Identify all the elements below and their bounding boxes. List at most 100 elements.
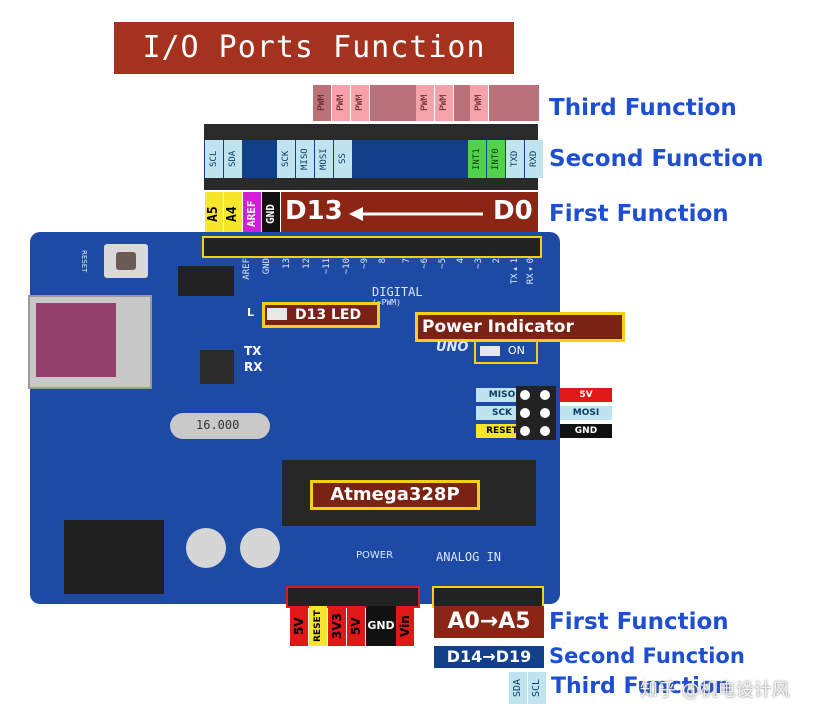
pin-number: 4: [456, 258, 466, 264]
scl-bottom-tag: SCL: [528, 672, 546, 704]
usb-connector: [28, 295, 152, 389]
second-function-label: Second Function: [549, 146, 764, 172]
usb-chip: [200, 350, 234, 384]
pwm-spacer: [370, 85, 416, 121]
pwm-tag: PWM: [313, 85, 331, 121]
pwm-tag: PWM: [332, 85, 350, 121]
usb-port: [36, 303, 116, 377]
pwm-tag: PWM: [470, 85, 488, 121]
d13-d0-bar: D13 D0: [281, 192, 538, 236]
pin-number: ~5: [438, 258, 448, 269]
sck-tag: SCK: [277, 140, 295, 178]
isp-header: [516, 386, 556, 440]
capacitor: [240, 528, 280, 568]
rx-label: RX: [244, 360, 263, 374]
analog-second-bar: D14→D19: [434, 646, 544, 668]
pin-number: 2: [492, 258, 502, 264]
third-function-label: Third Function: [549, 95, 737, 121]
pin-number: ~9: [360, 258, 370, 269]
d13-led-text: D13 LED: [295, 307, 362, 323]
on-label: ON: [508, 344, 525, 357]
power-vin-tag: Vin: [396, 606, 414, 646]
pwm-note: (=PWM): [372, 298, 401, 307]
reset-label: RESET: [80, 250, 88, 273]
pwm-spacer: [489, 85, 539, 121]
a4-tag: A4: [224, 192, 242, 236]
uno-logo: UNO: [436, 340, 469, 355]
tx-label: TX: [244, 344, 262, 358]
isp-miso-label: MISO: [476, 388, 528, 402]
pin-number: RX◂0: [526, 258, 536, 285]
analog-first-bar: A0→A5: [434, 606, 544, 638]
watermark: 知乎 @机电设计风: [640, 680, 790, 701]
power-gnd-tag: GND: [366, 606, 396, 646]
diagram-title: I/O Ports Function: [114, 22, 514, 74]
pin-number: ~3: [474, 258, 484, 269]
first-function-label: First Function: [549, 201, 729, 227]
isp-5v-label: 5V: [560, 388, 612, 402]
pin-number-row: AREF GND 13 12 ~11 ~10 ~9 8 7 ~6 ~5 4 ~3…: [242, 258, 542, 284]
pin-number: 12: [302, 258, 312, 269]
mosi-tag: MOSI: [315, 140, 333, 178]
pin-number: 8: [378, 258, 388, 264]
bottom-second-function-label: Second Function: [549, 644, 745, 668]
sda-bottom-tag: SDA: [509, 672, 527, 704]
isp-gnd-label: GND: [560, 424, 612, 438]
l-label: L: [247, 306, 255, 319]
analog-in-label: ANALOG IN: [436, 550, 502, 564]
digital-label: DIGITAL: [372, 285, 423, 299]
isp-sck-label: SCK: [476, 406, 528, 420]
atmega-callout: Atmega328P: [310, 480, 480, 510]
pwm-tag: PWM: [435, 85, 453, 121]
icsp-usb-header: [178, 266, 234, 296]
pin-number: ~11: [322, 258, 332, 275]
d0-label: D0: [493, 196, 533, 226]
rxd-tag: RXD: [525, 140, 543, 178]
reset-button[interactable]: [104, 244, 148, 278]
on-led: ON: [474, 340, 538, 364]
power-header-label: POWER: [356, 550, 394, 561]
pin-number: GND: [262, 258, 272, 275]
header-pin-strip: [204, 178, 538, 190]
crystal-label: 16.000: [196, 418, 240, 432]
header-pin-strip: [204, 124, 538, 140]
power-reset-tag: RESET: [309, 606, 327, 646]
scl-tag: SCL: [205, 140, 223, 178]
led-icon: [267, 308, 287, 320]
reset-button-cap: [116, 252, 136, 270]
pwm-tag: PWM: [351, 85, 369, 121]
crystal-oscillator: 16.000: [170, 413, 270, 439]
d13-led-callout: D13 LED: [262, 302, 380, 328]
int1-tag: INT1: [468, 140, 486, 178]
pin-number: TX▸1: [510, 258, 520, 285]
pwm-spacer: [454, 85, 470, 121]
power-5v2-tag: 5V: [347, 606, 365, 646]
pwm-tag: PWM: [416, 85, 434, 121]
power-header: [286, 586, 420, 608]
d13-label: D13: [285, 196, 343, 226]
pin-number: ~6: [420, 258, 430, 269]
analog-header: [432, 586, 544, 608]
capacitor: [186, 528, 226, 568]
aref-tag: AREF: [243, 192, 261, 236]
dc-jack: [64, 520, 164, 594]
led-icon: [480, 346, 500, 356]
sda-tag: SDA: [224, 140, 242, 178]
txd-tag: TXD: [506, 140, 524, 178]
power-3v3-tag: 3V3: [328, 606, 346, 646]
isp-mosi-label: MOSI: [560, 406, 612, 420]
bottom-third-function-label: Third Function: [551, 674, 731, 699]
digital-header: [202, 236, 542, 258]
gnd-tag: GND: [262, 192, 280, 236]
ss-tag: SS: [334, 140, 352, 178]
left-arrow-icon: [349, 207, 483, 221]
miso-tag: MISO: [296, 140, 314, 178]
isp-reset-label: RESET: [476, 424, 528, 438]
pin-number: AREF: [242, 258, 252, 280]
pin-number: ~10: [342, 258, 352, 275]
pin-number: 7: [402, 258, 412, 264]
bottom-first-function-label: First Function: [549, 609, 729, 635]
a5-tag: A5: [205, 192, 223, 236]
pin-number: 13: [282, 258, 292, 269]
power-5v-tag: 5V: [290, 606, 308, 646]
